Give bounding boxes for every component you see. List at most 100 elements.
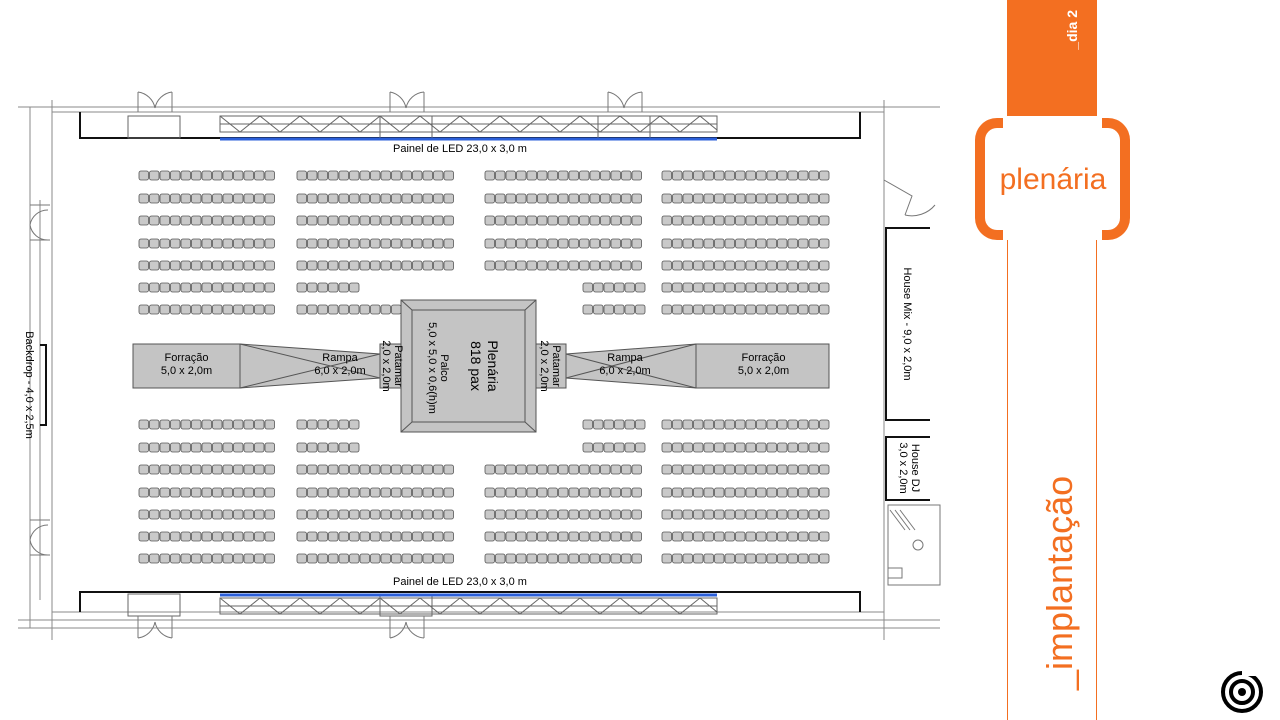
seat — [359, 215, 370, 226]
seat — [735, 170, 746, 181]
seat — [631, 531, 642, 542]
seat — [808, 304, 819, 315]
seat — [307, 419, 318, 430]
seat — [264, 464, 275, 475]
seat — [222, 215, 233, 226]
seat — [422, 553, 433, 564]
seat — [589, 170, 600, 181]
seat — [328, 531, 339, 542]
seat — [703, 487, 714, 498]
seat — [307, 304, 318, 315]
seat — [819, 304, 830, 315]
seat — [526, 238, 537, 249]
seat — [798, 442, 809, 453]
seat — [243, 193, 254, 204]
seat — [159, 531, 170, 542]
forracao-left-size: 5,0 x 2,0m — [160, 365, 213, 377]
seat — [380, 260, 391, 271]
seat — [307, 509, 318, 520]
seat — [243, 509, 254, 520]
seat — [159, 304, 170, 315]
seat — [307, 442, 318, 453]
seat — [537, 509, 548, 520]
seat — [600, 170, 611, 181]
seat — [777, 238, 788, 249]
led-truss-bottom — [127, 593, 718, 617]
seat — [191, 531, 202, 542]
seat — [212, 531, 223, 542]
seat — [254, 238, 265, 249]
seat — [149, 487, 160, 498]
seat — [484, 509, 495, 520]
seat — [505, 464, 516, 475]
seat — [328, 464, 339, 475]
seat — [693, 282, 704, 293]
seat — [359, 553, 370, 564]
seat — [170, 419, 181, 430]
seat — [149, 238, 160, 249]
seat — [635, 442, 646, 453]
seat — [243, 487, 254, 498]
seat — [254, 260, 265, 271]
seat — [516, 553, 527, 564]
seat — [516, 170, 527, 181]
seat — [610, 509, 621, 520]
seat — [264, 282, 275, 293]
seat — [526, 531, 537, 542]
seat — [170, 238, 181, 249]
seat — [243, 170, 254, 181]
seat — [661, 282, 672, 293]
seat — [589, 487, 600, 498]
seat — [433, 487, 444, 498]
seat — [484, 238, 495, 249]
seat — [777, 442, 788, 453]
seat — [579, 464, 590, 475]
seat — [317, 282, 328, 293]
seat — [558, 487, 569, 498]
seat — [756, 553, 767, 564]
seat — [672, 304, 683, 315]
seat — [412, 215, 423, 226]
seat — [672, 531, 683, 542]
seat — [798, 193, 809, 204]
seat — [724, 464, 735, 475]
seat — [693, 553, 704, 564]
seat — [516, 215, 527, 226]
seat — [401, 260, 412, 271]
seat — [264, 193, 275, 204]
seat — [328, 442, 339, 453]
seat — [443, 215, 454, 226]
seat — [547, 509, 558, 520]
seat — [798, 509, 809, 520]
seat — [254, 531, 265, 542]
seat — [233, 464, 244, 475]
seat — [328, 419, 339, 430]
seat — [672, 464, 683, 475]
seat — [412, 193, 423, 204]
seat — [180, 260, 191, 271]
seat — [661, 260, 672, 271]
seat — [138, 509, 149, 520]
seat — [745, 238, 756, 249]
seat — [391, 215, 402, 226]
seat — [484, 170, 495, 181]
seat — [808, 193, 819, 204]
seat — [808, 509, 819, 520]
seat — [254, 304, 265, 315]
seat — [766, 419, 777, 430]
seat — [212, 553, 223, 564]
seat — [756, 170, 767, 181]
seat — [672, 193, 683, 204]
seat — [745, 419, 756, 430]
seat — [819, 509, 830, 520]
seat — [682, 170, 693, 181]
seat — [191, 553, 202, 564]
seat — [568, 238, 579, 249]
seat — [505, 215, 516, 226]
seat — [170, 260, 181, 271]
seat — [593, 419, 604, 430]
seat — [808, 260, 819, 271]
seat — [495, 553, 506, 564]
seat — [370, 553, 381, 564]
seat — [682, 464, 693, 475]
